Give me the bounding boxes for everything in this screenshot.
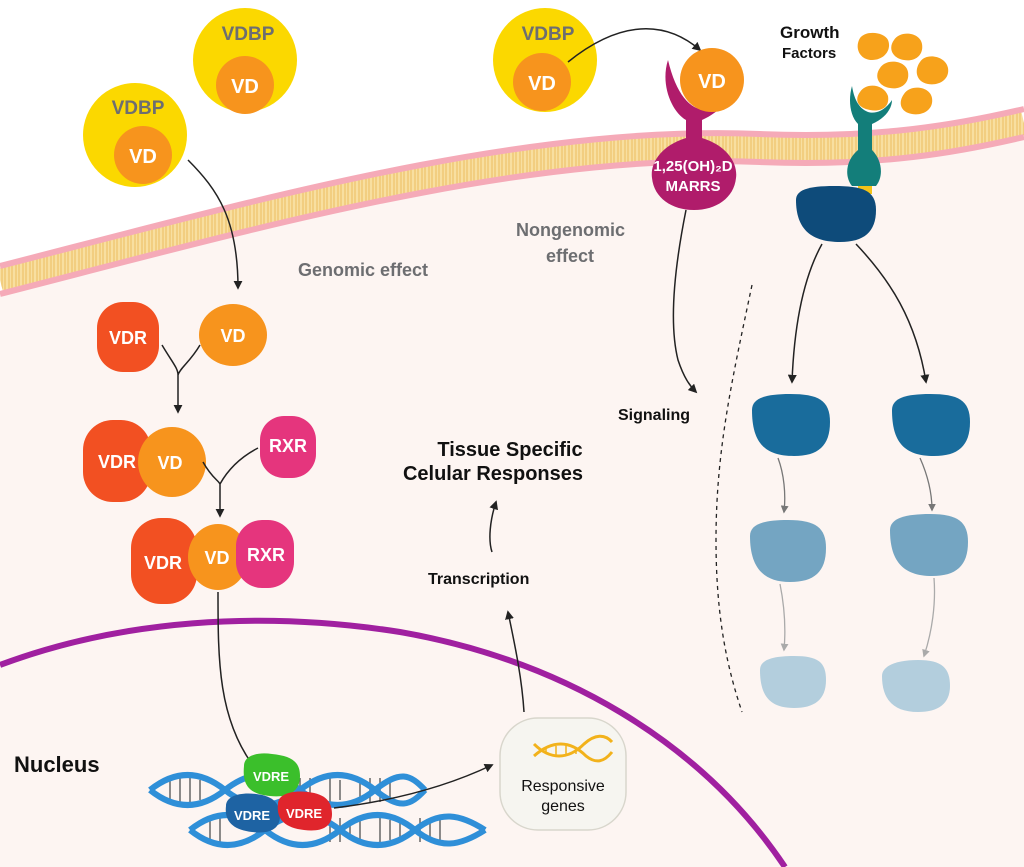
- genes-to-transcription-arrow: [505, 610, 525, 713]
- nongenomic-effect-line2: effect: [546, 246, 594, 266]
- vd-label: VD: [698, 71, 726, 93]
- responsive-genes-line2: genes: [541, 798, 585, 815]
- signaling-label: Signaling: [618, 407, 690, 424]
- responsive-genes: Responsive genes: [499, 717, 627, 831]
- vdre-blue: VDRE: [225, 793, 280, 833]
- vdre-green: VDRE: [243, 753, 300, 797]
- vdre-label: VDRE: [234, 808, 270, 823]
- kinase-level1-left: [752, 394, 830, 456]
- vd-label: VD: [129, 146, 157, 168]
- vd-entry-arrow: [187, 159, 243, 290]
- genomic-effect-label: Genomic effect: [298, 260, 428, 280]
- rxr-label: RXR: [269, 436, 307, 456]
- vdr-label: VDR: [109, 328, 147, 348]
- cascade-arrow-right-1: [855, 243, 930, 384]
- cascade-arrow-left-2: [777, 457, 789, 514]
- vdbp-vd-complex-left: VDBP VD: [83, 83, 187, 187]
- vd-free: VD: [199, 304, 267, 366]
- marrs-to-signaling-arrow: [672, 209, 698, 394]
- responsive-genes-line1: Responsive: [521, 778, 605, 795]
- vdr-label: VDR: [98, 452, 136, 472]
- cascade-arrow-left-3: [779, 583, 789, 652]
- vdre-label: VDRE: [253, 769, 289, 784]
- vdr-vd-rxr-complex: VDR VD RXR: [131, 518, 294, 604]
- kinase-level2-left: [750, 520, 826, 582]
- cascade-arrow-right-2: [919, 457, 936, 512]
- cell-membrane: [0, 106, 1024, 297]
- dna-double-helix: [148, 772, 487, 848]
- kinase-level3-left: [760, 656, 826, 708]
- vdbp-vd-complex-top: VDBP VD: [193, 8, 297, 114]
- transcription-to-response-arrow: [489, 500, 498, 553]
- cascade-arrow-left-1: [787, 243, 823, 384]
- vdr-free: VDR: [97, 302, 159, 372]
- kinase-level2-right: [890, 514, 968, 576]
- nongenomic-effect-line1: Nongenomic: [516, 220, 625, 240]
- rxr-free: RXR: [260, 416, 316, 478]
- kinase-level1-right: [892, 394, 970, 456]
- growth-factor-receptor: [796, 86, 892, 242]
- growth-factor-cluster: [857, 32, 949, 115]
- vd-label: VD: [157, 453, 182, 473]
- rxr-label: RXR: [247, 545, 285, 565]
- dashed-divider: [715, 284, 753, 713]
- marrs-receptor: VD 1,25(OH)₂D MARRS: [651, 48, 744, 210]
- vdre-red: VDRE: [277, 791, 332, 831]
- cascade-arrow-right-3: [922, 577, 936, 658]
- vdr-vd-complex: VDR VD: [83, 420, 206, 502]
- nucleus-label: Nucleus: [14, 752, 100, 777]
- vd-label: VD: [528, 73, 556, 95]
- vdbp-label: VDBP: [112, 98, 165, 119]
- vdbp-vd-complex-right: VDBP VD: [493, 8, 597, 112]
- complex-to-dna-line: [217, 591, 256, 769]
- tissue-response-line2: Celular Responses: [403, 463, 583, 485]
- tissue-response-line1: Tissue Specific: [437, 439, 582, 461]
- vdbp-label: VDBP: [522, 24, 575, 45]
- dna-to-genes-arrow: [333, 764, 494, 809]
- vdre-label: VDRE: [286, 806, 322, 821]
- marrs-label-line2: MARRS: [666, 178, 721, 195]
- nuclear-membrane: [0, 617, 788, 867]
- rxr-merge-arrow: [202, 447, 259, 516]
- kinase-level3-right: [882, 660, 950, 712]
- vdr-vd-merge-arrow: [161, 344, 201, 412]
- vdr-label: VDR: [144, 553, 182, 573]
- vd-label: VD: [220, 326, 245, 346]
- vd-to-marrs-arrow: [567, 28, 702, 63]
- marrs-label-line1: 1,25(OH)₂D: [653, 158, 732, 175]
- growth-factors-line1: Growth: [780, 23, 840, 42]
- growth-factors-line2: Factors: [782, 45, 836, 62]
- vd-label: VD: [204, 548, 229, 568]
- vdbp-label: VDBP: [222, 24, 275, 45]
- transcription-label: Transcription: [428, 571, 529, 588]
- vd-label: VD: [231, 76, 259, 98]
